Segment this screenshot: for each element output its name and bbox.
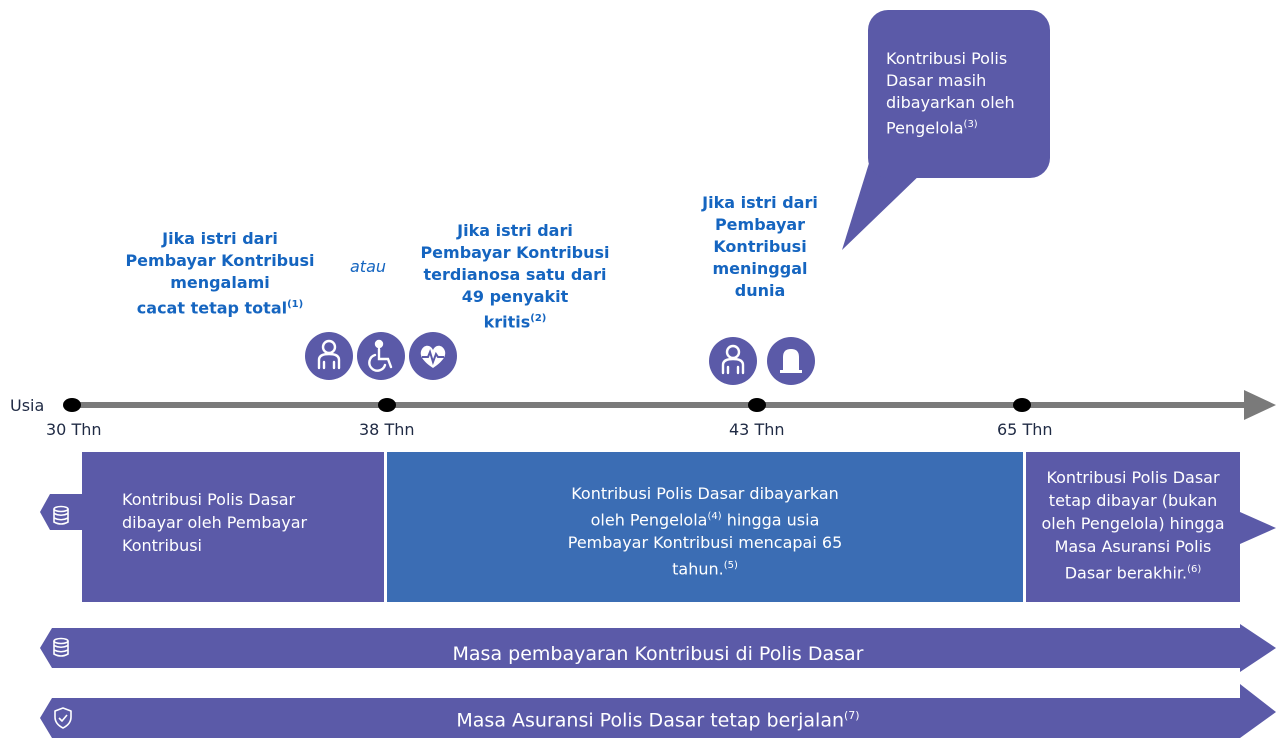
coverage-period-label: Masa Asuransi Polis Dasar tetap berjalan… — [456, 709, 860, 732]
condition-ci-line: Jika istri dari — [457, 221, 573, 240]
phase-3-line: oleh Pengelola) hingga — [1041, 514, 1225, 533]
phase-2-line: Pembayar Kontribusi mencapai 65 — [567, 533, 843, 553]
bubble-line: Dasar masih — [886, 71, 987, 90]
coverage-bar-shape — [40, 684, 1276, 738]
condition-death-line: dunia — [734, 281, 786, 300]
person-icon — [305, 332, 353, 380]
condition-tpd-line: Jika istri dari — [162, 229, 278, 248]
phase-2-line: Kontribusi Polis Dasar dibayarkan — [571, 484, 839, 503]
condition-death-line: Pembayar — [714, 215, 806, 234]
condition-death-text: Jika istri dari Pembayar Kontribusi meni… — [690, 192, 830, 302]
bubble-line: Kontribusi Polis — [886, 49, 1008, 68]
phase-3-line: Dasar berakhir.(6) — [1064, 563, 1202, 583]
wheelchair-icon — [357, 332, 405, 380]
speech-bubble-tail — [842, 160, 925, 250]
shield-check-icon — [54, 707, 72, 729]
condition-tpd-line: cacat tetap total(1) — [136, 298, 304, 318]
coins-icon — [53, 505, 69, 525]
age-label-38: 38 Thn — [359, 420, 415, 439]
condition-tpd-text: Jika istri dari Pembayar Kontribusi meng… — [110, 228, 330, 319]
condition-tpd-line: Pembayar Kontribusi — [125, 251, 315, 270]
phase-1-line: dibayar oleh Pembayar — [122, 513, 308, 532]
condition-tpd-line: mengalami — [170, 273, 270, 292]
heart-pulse-icon — [409, 332, 457, 380]
footnote-1: (1) — [287, 299, 304, 310]
coins-icon — [53, 637, 69, 657]
timeline-axis — [70, 390, 1276, 420]
phase-3-box: Kontribusi Polis Dasar tetap dibayar (bu… — [1026, 452, 1240, 602]
footnote-2: (2) — [530, 313, 547, 324]
footnote-7: (7) — [844, 709, 860, 722]
condition-ci-line: Pembayar Kontribusi — [420, 243, 610, 262]
coverage-period-bar: Masa Asuransi Polis Dasar tetap berjalan… — [40, 680, 1276, 738]
bubble-line: dibayarkan oleh — [886, 93, 1015, 112]
age-label-65: 65 Thn — [997, 420, 1053, 439]
footnote-4: (4) — [707, 511, 722, 522]
tombstone-icon — [767, 337, 815, 385]
footnote-3: (3) — [963, 119, 978, 130]
phase-2-line: oleh Pengelola(4) hingga usia — [590, 510, 820, 530]
age-label-30: 30 Thn — [46, 420, 102, 439]
footnote-6: (6) — [1187, 564, 1202, 575]
age-marker-43 — [748, 398, 766, 412]
person-icon — [709, 337, 757, 385]
payment-bar-shape — [40, 624, 1276, 672]
condition-death-line: meninggal — [712, 259, 808, 278]
age-marker-65 — [1013, 398, 1031, 412]
phase-2-box: Kontribusi Polis Dasar dibayarkan oleh P… — [387, 452, 1023, 602]
condition-ci-line: 49 penyakit — [461, 287, 569, 306]
speech-bubble: Kontribusi Polis Dasar masih dibayarkan … — [868, 10, 1050, 178]
condition-death-line: Kontribusi — [713, 237, 807, 256]
payment-period-label: Masa pembayaran Kontribusi di Polis Dasa… — [452, 643, 864, 665]
phase-1-line: Kontribusi Polis Dasar — [122, 490, 296, 509]
condition-ci-line: kritis(2) — [483, 312, 547, 332]
phase-1-line: Kontribusi — [122, 536, 202, 555]
bubble-line: Pengelola(3) — [886, 118, 978, 138]
phase-2-line: tahun.(5) — [672, 559, 738, 579]
condition-ci-line: terdianosa satu dari — [423, 265, 607, 284]
condition-death-line: Jika istri dari — [702, 193, 818, 212]
or-label: atau — [350, 257, 387, 276]
age-marker-38 — [378, 398, 396, 412]
footnote-5: (5) — [723, 560, 738, 572]
phase-1-box: Kontribusi Polis Dasar dibayar oleh Pemb… — [82, 452, 384, 602]
payment-period-bar: Masa pembayaran Kontribusi di Polis Dasa… — [40, 624, 1276, 672]
phase-3-line: Masa Asuransi Polis — [1054, 537, 1212, 556]
condition-ci-text: Jika istri dari Pembayar Kontribusi terd… — [405, 220, 625, 333]
axis-label: Usia — [10, 396, 45, 415]
age-label-43: 43 Thn — [729, 420, 785, 439]
phase-3-line: tetap dibayar (bukan — [1048, 491, 1218, 510]
age-marker-30 — [63, 398, 81, 412]
phase-3-line: Kontribusi Polis Dasar — [1046, 468, 1220, 487]
